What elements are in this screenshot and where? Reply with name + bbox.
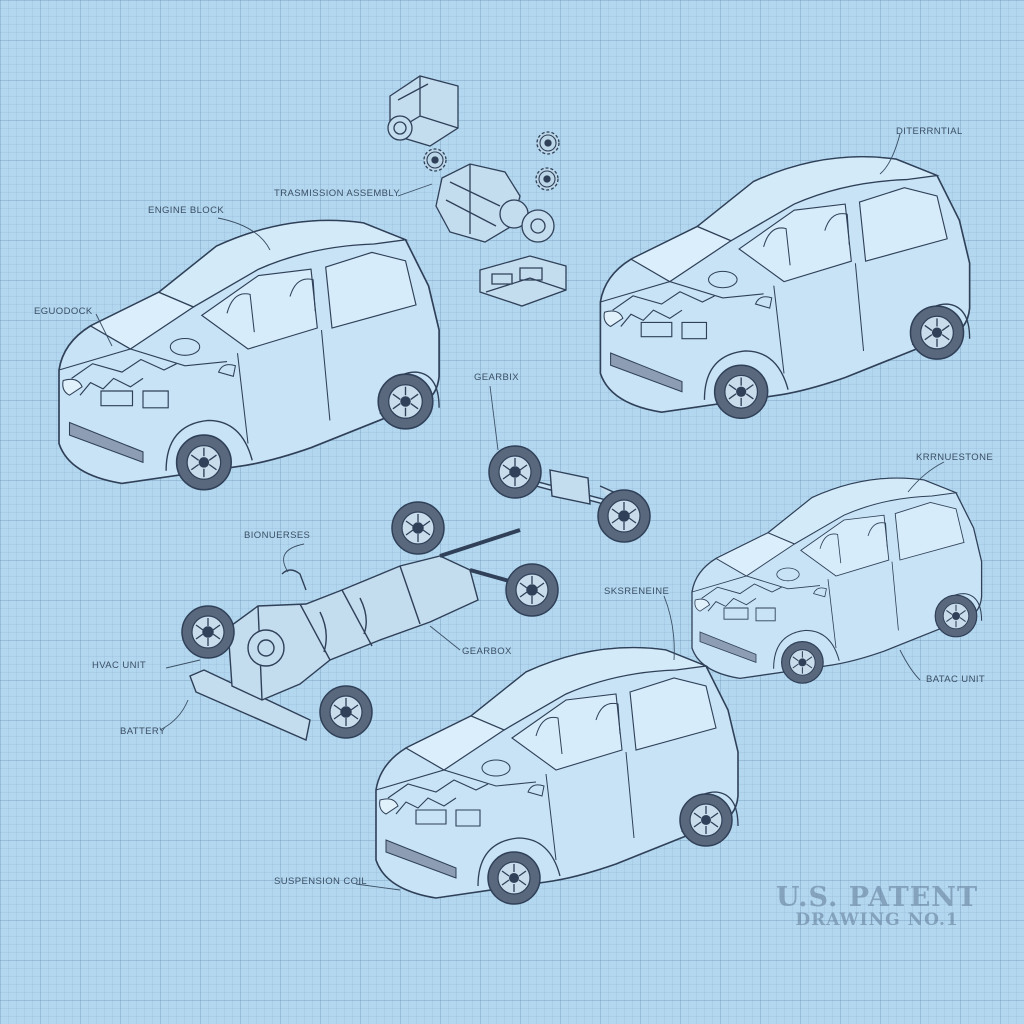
label-garbled-center: BIONUERSES <box>244 530 311 541</box>
label-hvac-unit: HVAC UNIT <box>92 660 147 671</box>
car-drawing-top-right <box>600 157 969 419</box>
label-engine-block: ENGINE BLOCK <box>148 205 225 216</box>
label-transmission-assembly: TRASMISSION ASSEMBLY <box>274 188 401 199</box>
drivetrain-assembly <box>181 501 559 741</box>
patent-stamp: U.S. PATENT DRAWING NO.1 <box>776 882 979 931</box>
stamp-line-1: U.S. PATENT <box>776 882 979 913</box>
label-garbled-right: KRRNUESTONE <box>916 452 994 463</box>
car-drawing-bottom <box>376 648 738 904</box>
label-gearbox-mid: GEARBOX <box>462 646 512 657</box>
stamp-line-2: DRAWING NO.1 <box>795 910 959 931</box>
label-gearbox-top: GEARBIX <box>474 372 520 383</box>
label-batac-unit: BATAC UNIT <box>926 674 986 685</box>
transmission-exploded-parts <box>387 75 567 307</box>
car-drawing-mid-right <box>692 478 982 683</box>
label-battery: BATTERY <box>120 726 166 737</box>
label-suspension-right: SKSRENEINE <box>604 586 670 597</box>
leader-lines <box>95 133 945 891</box>
label-suspension-coil: SUSPENSION COIL <box>274 876 368 887</box>
rear-axle-assembly <box>488 445 651 543</box>
label-garbled-left: EGUODOCK <box>34 306 93 317</box>
label-differential: DITERRNTIAL <box>896 126 963 137</box>
car-drawing-top-left <box>59 221 439 490</box>
